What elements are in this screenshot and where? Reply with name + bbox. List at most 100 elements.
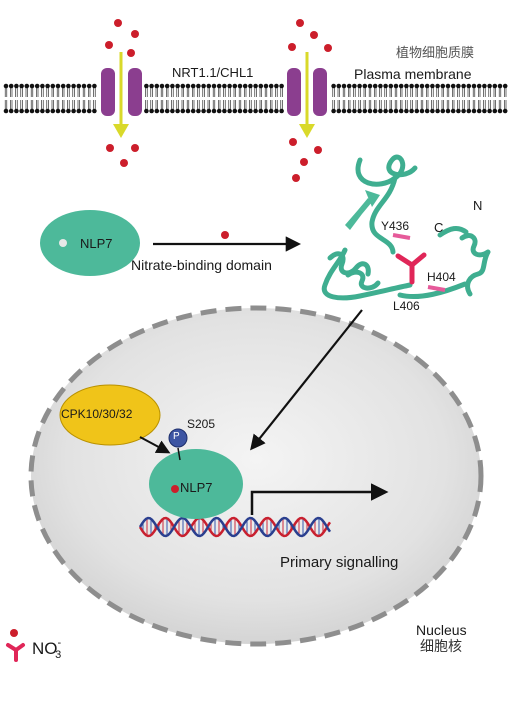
lipid-tail <box>176 86 179 97</box>
lipid-head <box>237 108 243 114</box>
dna-helix <box>138 516 332 538</box>
lipid-head <box>8 83 14 89</box>
lipid-head <box>92 83 97 89</box>
nrt1-transporter-left <box>101 52 142 138</box>
lipid-tail <box>394 86 398 97</box>
lipid-tail <box>51 86 54 97</box>
lipid-head <box>476 83 482 89</box>
lipid-head <box>29 83 35 89</box>
lipid-tail <box>415 86 418 97</box>
lipid-head <box>14 83 19 89</box>
lipid-head <box>201 108 206 114</box>
lipid-tail <box>25 86 28 97</box>
lipid-tail <box>181 100 184 111</box>
lipid-head <box>34 108 40 114</box>
lipid-head <box>242 83 248 89</box>
lipid-tail <box>67 86 70 97</box>
lipid-head <box>419 83 425 89</box>
lipid-tail <box>259 100 262 111</box>
lipid-tail <box>10 86 13 97</box>
lipid-head <box>336 108 342 114</box>
lipid-head <box>424 83 430 89</box>
lipid-head <box>383 83 388 89</box>
dna-strand <box>138 516 332 538</box>
lipid-tail <box>467 86 470 97</box>
lipid-head <box>336 83 342 89</box>
lipid-head <box>242 108 248 114</box>
lipid-head <box>3 83 9 89</box>
lipid-head <box>393 83 399 89</box>
lipid-tail <box>212 86 216 97</box>
lipid-head <box>222 108 227 114</box>
lipid-tail <box>379 86 382 97</box>
lipid-tail <box>249 100 252 111</box>
lipid-tail <box>254 100 257 111</box>
lipid-tail <box>186 100 190 111</box>
lipid-tail <box>498 86 502 97</box>
lipid-tail <box>452 100 455 111</box>
lipid-tail <box>462 100 465 111</box>
lipid-head <box>357 83 362 89</box>
import-arrow <box>250 309 363 451</box>
lipid-head <box>185 83 191 89</box>
lipid-head <box>450 83 456 89</box>
lipid-tail <box>446 86 450 97</box>
lipid-tail <box>431 86 434 97</box>
lipid-tail <box>160 100 164 111</box>
lipid-tail <box>93 86 96 97</box>
lipid-head <box>419 108 425 114</box>
nitrate-dot-arrow <box>221 231 229 239</box>
lipid-head <box>279 108 284 114</box>
lipid-tail <box>171 100 174 111</box>
lipid-tail <box>452 86 455 97</box>
lipid-tail <box>400 100 403 111</box>
lipid-head <box>190 83 196 89</box>
nitrate-dot-nucleus <box>171 485 179 493</box>
lipid-head <box>466 108 472 114</box>
lipid-head <box>482 83 487 89</box>
lipid-head <box>487 108 492 114</box>
lipid-tail <box>202 86 205 97</box>
kinase-label: CPK10/30/32 <box>61 407 133 421</box>
lipid-head <box>86 108 92 114</box>
lipid-tail <box>264 100 268 111</box>
lipid-head <box>71 108 76 114</box>
lipid-tail <box>353 86 356 97</box>
lipid-head <box>253 108 258 114</box>
lipid-head <box>440 108 446 114</box>
lipid-tail <box>77 86 80 97</box>
lipid-head <box>492 83 498 89</box>
lipid-tail <box>82 86 86 97</box>
lipid-tail <box>441 86 444 97</box>
phospho-symbol: P <box>173 431 180 442</box>
lipid-head <box>398 83 404 89</box>
lipid-head <box>362 108 368 114</box>
residue-y436-label: Y436 <box>381 219 410 233</box>
lipid-tail <box>228 100 231 111</box>
lipid-head <box>227 83 232 89</box>
plasma-membrane-bilayer <box>3 83 508 114</box>
lipid-head <box>8 108 14 114</box>
c-terminus-label: C <box>434 220 444 235</box>
lipid-tail <box>410 100 413 111</box>
lipid-head <box>76 83 82 89</box>
lipid-tail <box>233 86 236 97</box>
lipid-tail <box>420 86 424 97</box>
lipid-head <box>92 108 97 114</box>
lipid-head <box>60 83 66 89</box>
lipid-head <box>3 108 9 114</box>
membrane-label-cn: 植物细胞质膜 <box>396 46 475 61</box>
nlp7-nucleus-label: NLP7 <box>180 480 213 495</box>
lipid-head <box>164 108 170 114</box>
lipid-tail <box>400 86 403 97</box>
lipid-head <box>445 108 451 114</box>
lipid-head <box>55 108 61 114</box>
lipid-head <box>227 108 232 114</box>
lipid-tail <box>176 100 179 111</box>
lipid-head <box>341 83 347 89</box>
nucleus-envelope <box>28 305 484 647</box>
lipid-tail <box>41 100 44 111</box>
lipid-tail <box>467 100 470 111</box>
